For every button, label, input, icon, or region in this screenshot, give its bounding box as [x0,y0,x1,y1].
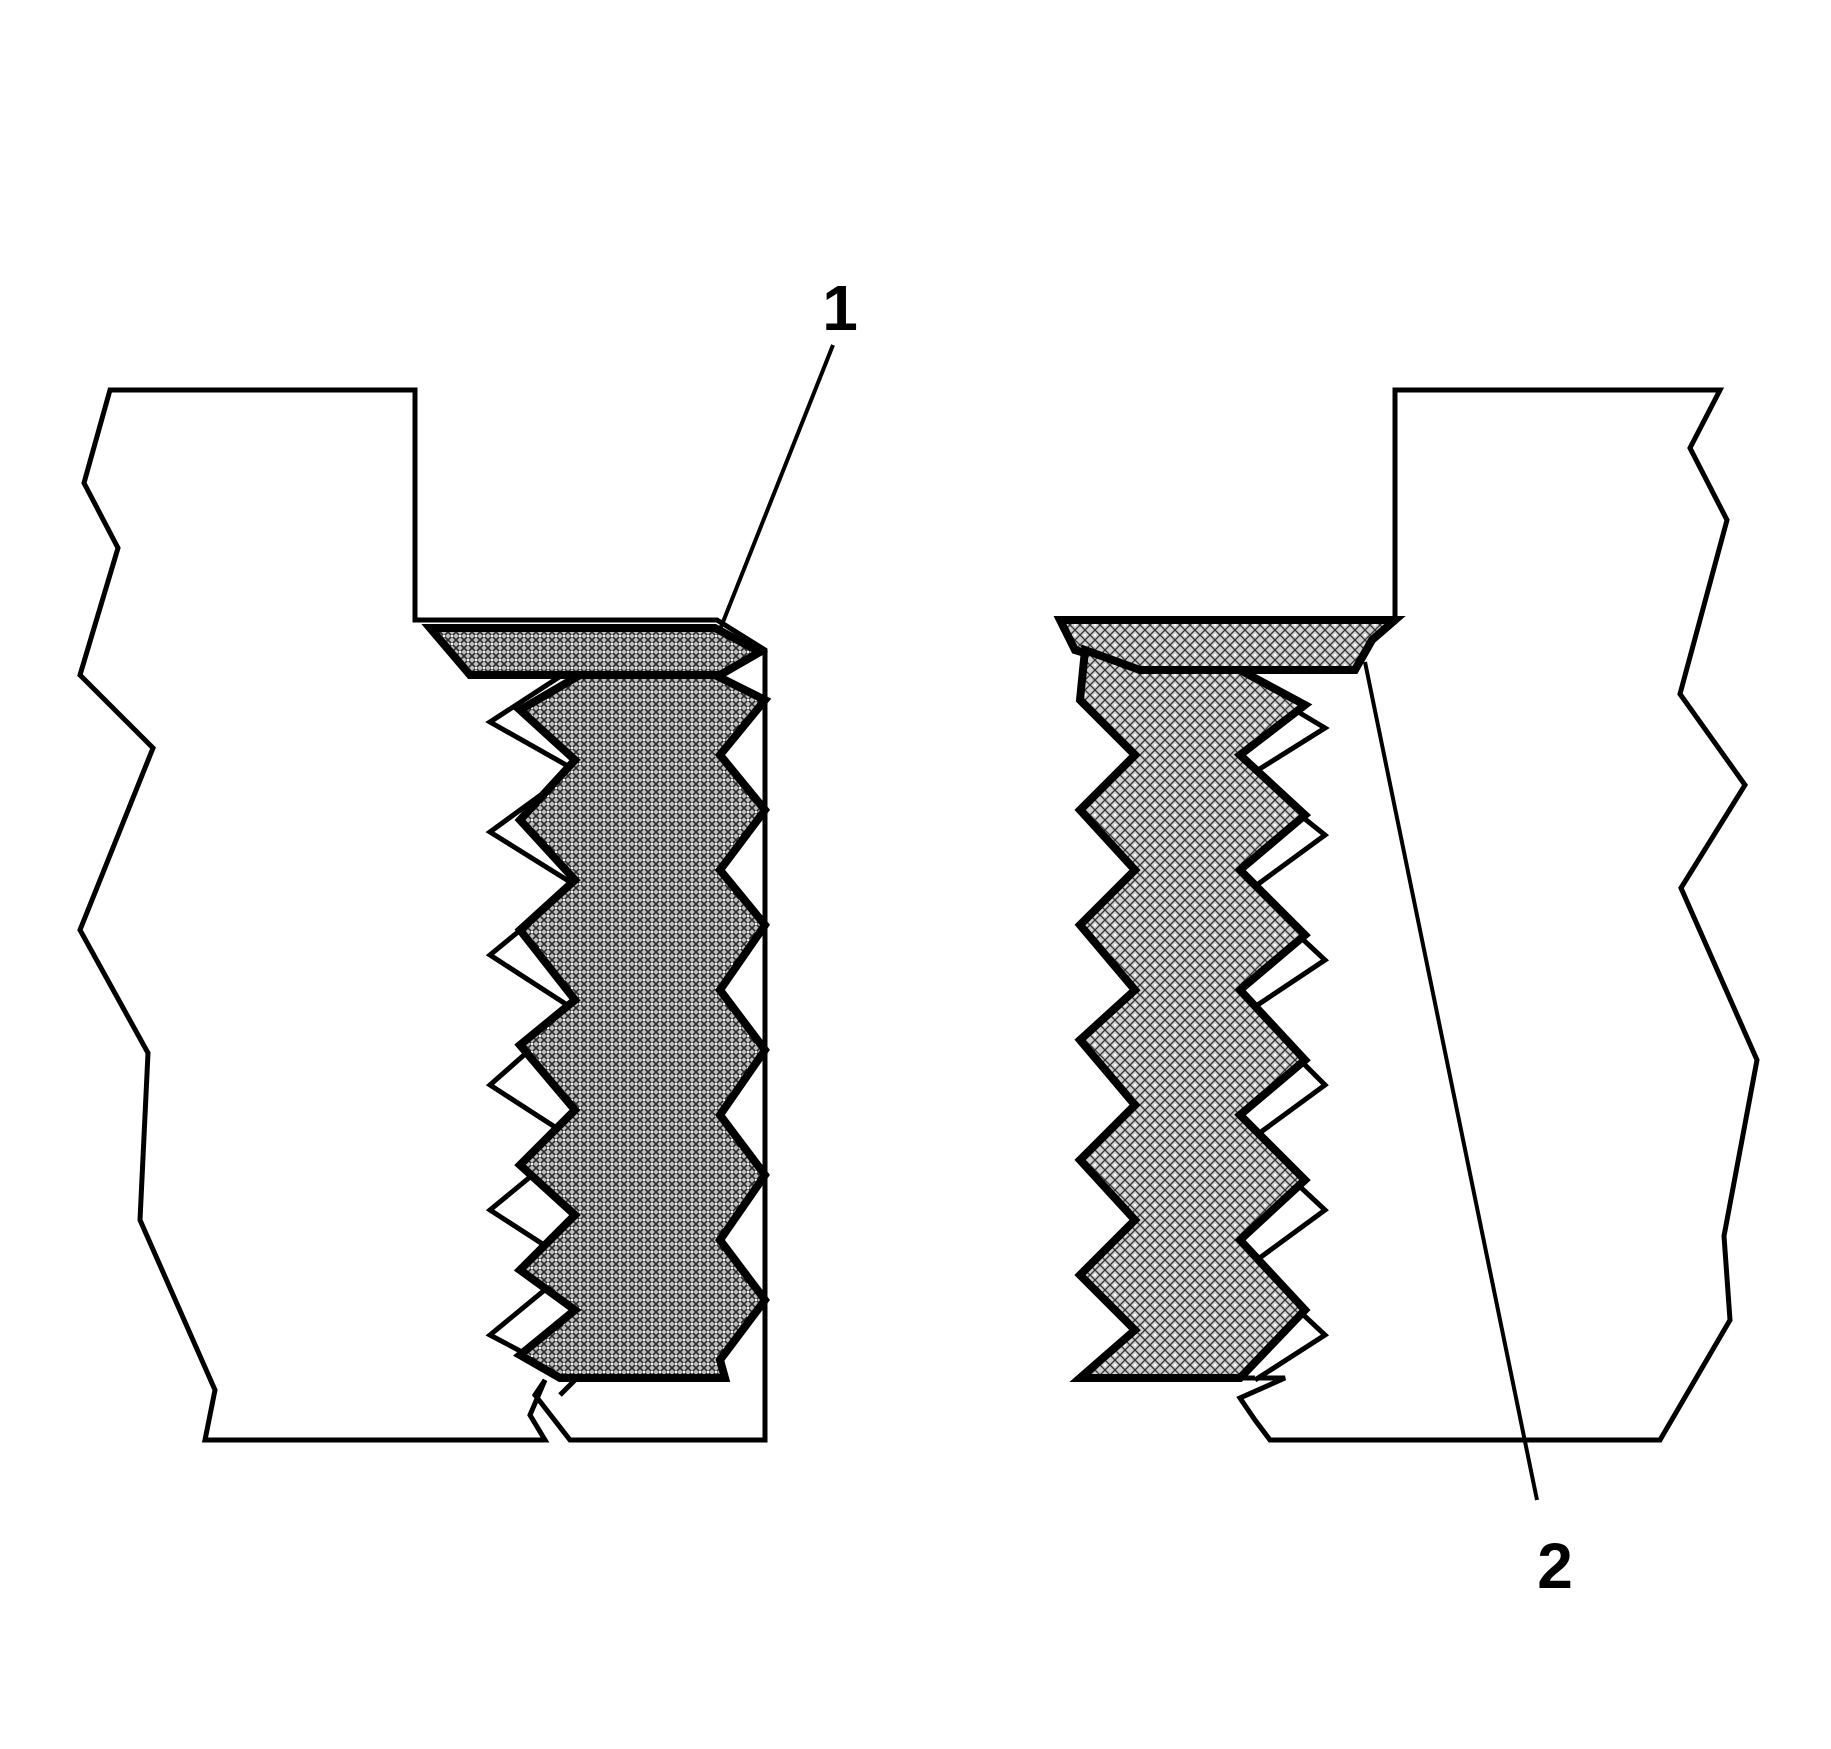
callout-1-leader [719,344,835,628]
left-thread-insert [421,624,772,1382]
right-thread-insert [1053,616,1406,1382]
right-insert-body [1069,644,1313,1382]
right-housing [1236,387,1760,1443]
callout-2-label: 2 [1537,1530,1573,1602]
callout-1-label: 1 [822,272,858,344]
left-insert-flange [421,624,769,679]
right-housing-outline [1236,387,1760,1443]
left-insert-body [512,671,772,1382]
right-insert-flange [1053,616,1406,674]
callout-2-leader [1363,661,1539,1501]
